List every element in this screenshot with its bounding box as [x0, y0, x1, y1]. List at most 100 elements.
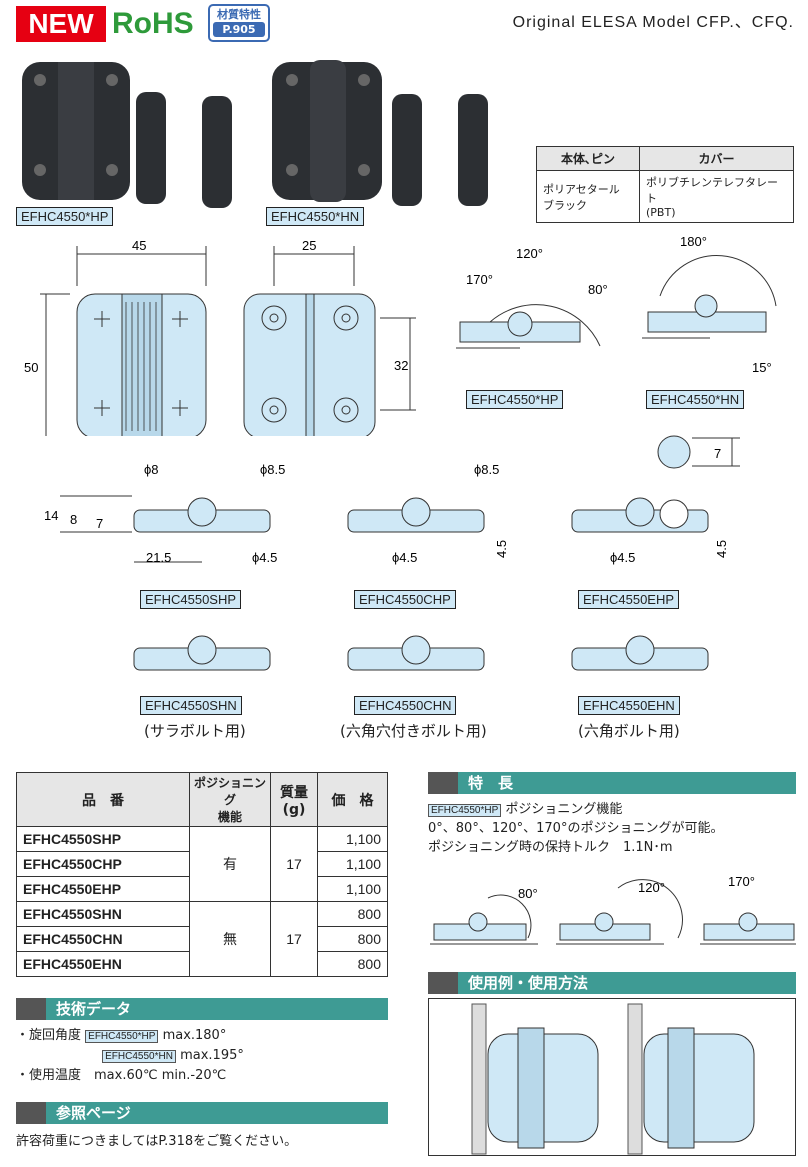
dim-8: 8: [70, 512, 77, 527]
dim-45: 45: [132, 238, 146, 253]
section-marker: [16, 998, 46, 1020]
table-row: EFHC4550SHP 有 17 1,100: [16, 826, 388, 902]
tech-header: 技術データ: [16, 998, 388, 1020]
angle-180: 180°: [680, 236, 707, 249]
cross-sections: 7 ϕ8 ϕ8.5 ϕ8.5 14 8 7 21.5 ϕ4.5 ϕ4.5 ϕ4.…: [44, 435, 740, 671]
dim-25: 25: [302, 238, 316, 253]
angle-170: 170°: [466, 272, 493, 287]
features-header: 特 長: [428, 772, 796, 794]
mass-group2: 17: [270, 901, 318, 977]
material-header-cover: カバー: [639, 146, 794, 171]
usage-image: [428, 998, 796, 1156]
dim-4-5-a: 4.5: [494, 540, 509, 558]
dim-21-5: 21.5: [146, 550, 171, 565]
material-properties-badge[interactable]: 材質特性 P.905: [208, 4, 270, 42]
rotation-label-hp: EFHC4550*HP: [466, 390, 564, 409]
price: 800: [317, 926, 388, 952]
section-label-chp: EFHC4550CHP: [354, 590, 456, 609]
section-marker: [16, 1102, 46, 1124]
features-diagrams: 80° 120° 170°: [430, 874, 796, 945]
product-code: EFHC4550EHN: [16, 951, 190, 977]
price-header-price: 価 格: [317, 772, 388, 827]
mass-group1: 17: [270, 826, 318, 902]
note-hex-socket: (六角穴付きボルト用): [340, 722, 487, 740]
features-text: EFHC4550*HP ポジショニング機能 0°、80°、120°、170°のポ…: [428, 798, 796, 855]
tech-temperature: ・使用温度 max.60℃ min.-20℃: [16, 1068, 227, 1083]
rohs-logo: RoHS: [112, 7, 194, 40]
price: 1,100: [317, 826, 388, 852]
price-table: 品 番 ポジショニング 機能 質量 (g) 価 格 EFHC4550SHP 有 …: [16, 772, 388, 977]
angle-15: 15°: [752, 360, 772, 375]
phi-4-5-b: ϕ4.5: [392, 550, 417, 565]
features-tag: EFHC4550*HP: [428, 804, 502, 817]
section-label-ehn: EFHC4550EHN: [578, 696, 680, 715]
dim-4-5-b: 4.5: [714, 540, 729, 558]
tech-rotation-label: ・旋回角度: [16, 1028, 82, 1043]
dim-hex-7: 7: [714, 446, 721, 461]
tech-hp-tag: EFHC4550*HP: [85, 1030, 159, 1043]
tech-title: 技術データ: [56, 1000, 132, 1018]
price-header-mass: 質量 (g): [270, 772, 318, 827]
reference-text: 許容荷重につきましてはP.318をご覧ください。: [16, 1134, 298, 1149]
phi-8-5-a: ϕ8.5: [260, 462, 285, 477]
product-code: EFHC4550SHP: [16, 826, 190, 852]
section-label-chn: EFHC4550CHN: [354, 696, 457, 715]
angle-80: 80°: [588, 282, 608, 297]
section-marker: [428, 772, 458, 794]
phi-8-5-b: ϕ8.5: [474, 462, 499, 477]
original-model-text: Original ELESA Model CFP.、CFQ.: [512, 14, 794, 31]
section-label-shp: EFHC4550SHP: [140, 590, 242, 609]
price-header-function: ポジショニング 機能: [189, 772, 271, 827]
tech-hp-value: max.180°: [162, 1028, 227, 1043]
product-code: EFHC4550SHN: [16, 901, 190, 927]
features-title: 特 長: [468, 774, 514, 792]
product-code: EFHC4550CHN: [16, 926, 190, 952]
material-page: P.905: [213, 22, 265, 37]
table-row: EFHC4550SHN 無 17 800: [16, 901, 388, 977]
feature-angle-120: 120°: [638, 880, 665, 895]
usage-title: 使用例・使用方法: [468, 974, 589, 992]
material-cover: ポリブチレンテレフタレート (PBT): [639, 170, 794, 223]
price: 800: [317, 951, 388, 977]
dim-32: 32: [394, 358, 408, 373]
product-code: EFHC4550CHP: [16, 851, 190, 877]
note-hex-bolt: (六角ボルト用): [578, 722, 680, 740]
dim-14: 14: [44, 508, 58, 523]
product-code: EFHC4550EHP: [16, 876, 190, 902]
section-label-shn: EFHC4550SHN: [140, 696, 242, 715]
note-countersunk: (サラボルト用): [144, 722, 246, 740]
material-body: ポリアセタール ブラック: [536, 170, 640, 223]
table-row: EFHC4550CHN 800: [16, 926, 388, 952]
product-photos: [22, 60, 488, 208]
function-no: 無: [189, 901, 271, 977]
feature-angle-80: 80°: [518, 886, 538, 901]
photo-label-hp: EFHC4550*HP: [16, 207, 114, 226]
dim-50: 50: [24, 360, 38, 375]
material-label: 材質特性: [217, 8, 261, 21]
table-row: EFHC4550CHP 1,100: [16, 851, 388, 877]
features-line2: 0°、80°、120°、170°のポジショニングが可能。: [428, 821, 724, 836]
phi-4-5-c: ϕ4.5: [610, 550, 635, 565]
usage-header: 使用例・使用方法: [428, 972, 796, 994]
new-badge: NEW: [16, 6, 106, 42]
tech-text: ・旋回角度 EFHC4550*HP max.180° EFHC4550*HN m…: [16, 1026, 396, 1086]
price: 800: [317, 901, 388, 927]
dimension-drawings: 45 50 25 32 120° 170° 80° 180° 15°: [24, 236, 777, 436]
section-label-ehp: EFHC4550EHP: [578, 590, 680, 609]
features-line3: ポジショニング時の保持トルク 1.1N･m: [428, 840, 673, 855]
photo-label-hn: EFHC4550*HN: [266, 207, 365, 226]
function-yes: 有: [189, 826, 271, 902]
phi-4-5-a: ϕ4.5: [252, 550, 277, 565]
angle-120: 120°: [516, 246, 543, 261]
feature-angle-170: 170°: [728, 874, 755, 889]
rotation-label-hn: EFHC4550*HN: [646, 390, 745, 409]
price-header-code: 品 番: [16, 772, 190, 827]
phi-8: ϕ8: [144, 462, 159, 477]
features-line1: ポジショニング機能: [505, 802, 623, 817]
material-header-body: 本体､ピン: [536, 146, 640, 171]
dim-7: 7: [96, 516, 103, 531]
tech-hn-tag: EFHC4550*HN: [102, 1050, 176, 1063]
reference-title: 参照ページ: [56, 1104, 131, 1122]
price: 1,100: [317, 851, 388, 877]
reference-header: 参照ページ: [16, 1102, 388, 1124]
